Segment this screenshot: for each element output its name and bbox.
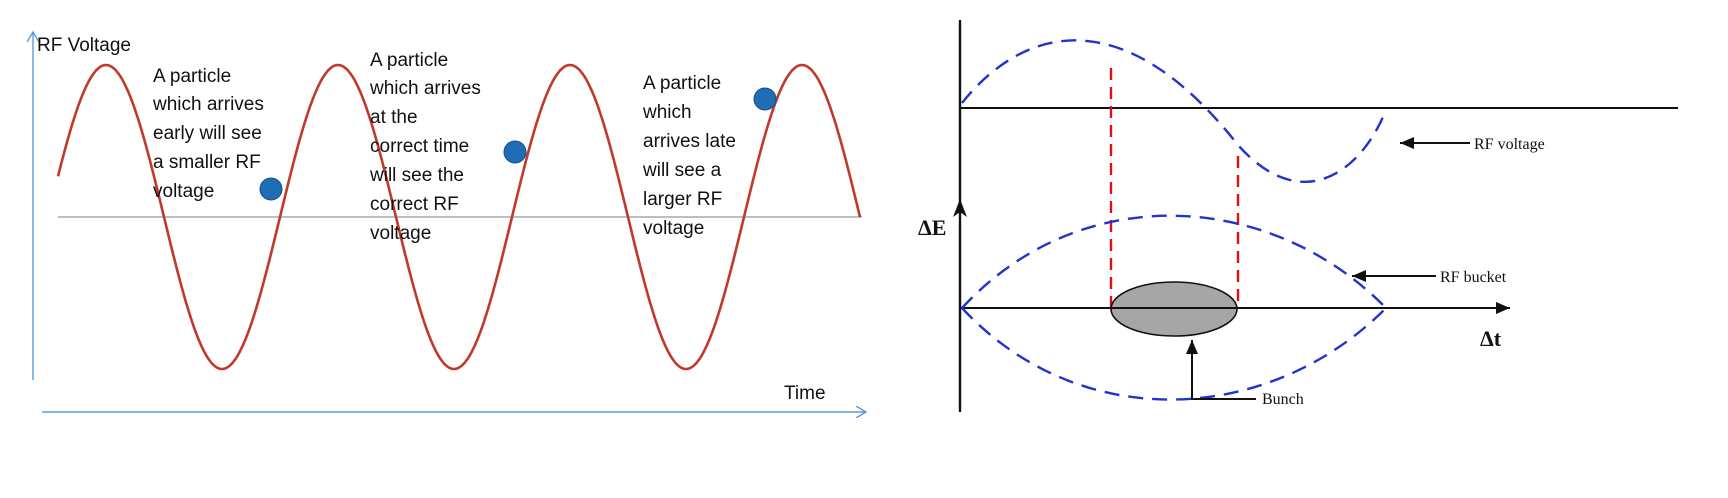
rf-voltage-dashed-curve <box>961 39 1388 184</box>
rf-voltage-sine-wave <box>56 63 862 371</box>
note-correct: A particle which arrives at the correct … <box>369 50 486 244</box>
bunch-callout-line <box>1186 340 1256 400</box>
rf-voltage-callout: RF voltage <box>1400 136 1545 153</box>
note-late-line: larger RF <box>643 189 722 210</box>
delta-e-arrowhead <box>953 199 967 217</box>
bunch-callout: Bunch <box>1186 340 1304 408</box>
note-early: A particle which arrives early will see … <box>152 66 269 202</box>
delta-t-label: Δt <box>1480 326 1502 351</box>
left-y-axis-label: RF Voltage <box>37 35 131 56</box>
right-panel: ΔE Δt RF voltage RF bucket Bunch <box>918 20 1678 412</box>
note-late-line: will see a <box>642 160 722 181</box>
note-early-line: a smaller RF <box>153 152 261 173</box>
left-x-axis-label: Time <box>784 383 826 404</box>
note-late-line: arrives late <box>643 131 736 152</box>
note-correct-line: will see the <box>369 165 464 186</box>
note-late-line: A particle <box>643 73 721 94</box>
note-late-line: voltage <box>643 218 704 239</box>
rf-voltage-label: RF voltage <box>1474 136 1545 153</box>
particle-early <box>259 177 283 201</box>
note-correct-line: correct time <box>370 136 469 157</box>
note-correct-line: which arrives <box>369 78 481 99</box>
rf-bucket-callout: RF bucket <box>1352 269 1507 286</box>
note-correct-line: voltage <box>370 223 431 244</box>
rf-bucket-label: RF bucket <box>1440 269 1507 286</box>
note-early-line: A particle <box>153 66 231 87</box>
note-correct-line: correct RF <box>370 194 459 215</box>
particle-correct <box>503 140 527 164</box>
note-late-line: which <box>642 102 692 123</box>
particle-late <box>753 87 777 111</box>
bunch-label: Bunch <box>1262 391 1304 408</box>
note-correct-line: A particle <box>370 50 448 71</box>
left-panel: RF Voltage Time A particle which arrives… <box>33 32 866 412</box>
note-correct-line: at the <box>370 107 418 128</box>
note-late: A particle which arrives late will see a… <box>642 73 741 239</box>
note-early-line: which arrives <box>152 94 264 115</box>
note-early-line: voltage <box>153 181 214 202</box>
delta-e-label: ΔE <box>918 215 946 240</box>
note-early-line: early will see <box>153 123 262 144</box>
